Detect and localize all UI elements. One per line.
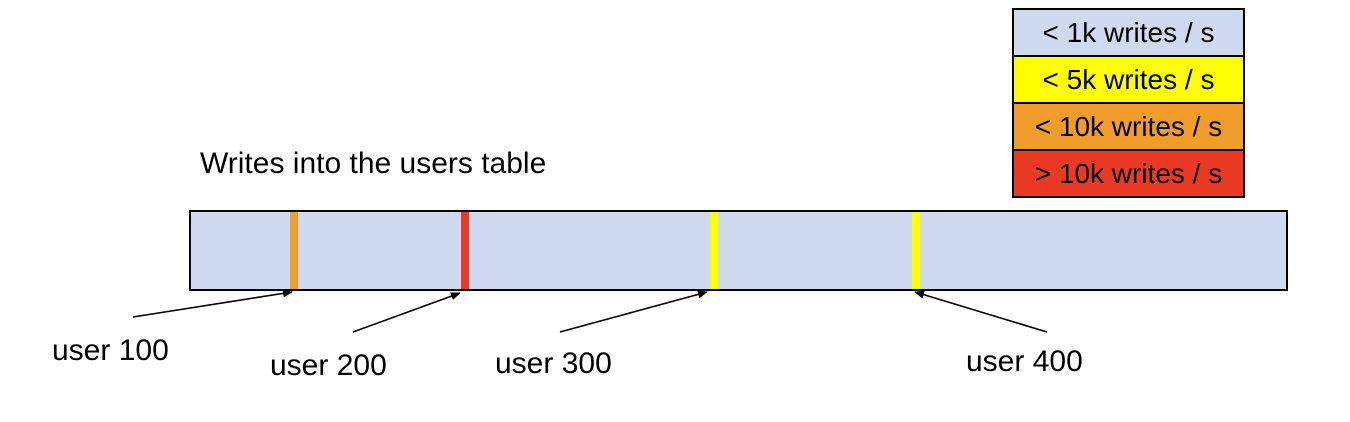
legend-item-label: < 10k writes / s xyxy=(1034,110,1223,142)
legend: < 1k writes / s < 5k writes / s < 10k wr… xyxy=(1012,8,1245,198)
arrow-user-300 xyxy=(559,290,708,333)
label-user-300: user 300 xyxy=(495,347,612,380)
legend-item-lt-1k: < 1k writes / s xyxy=(1012,8,1245,57)
label-user-400: user 400 xyxy=(966,345,1083,378)
write-hotspot-marker-user-300 xyxy=(710,212,718,289)
legend-item-label: < 5k writes / s xyxy=(1042,63,1215,95)
write-hotspot-marker-user-100 xyxy=(290,212,298,289)
legend-item-label: < 1k writes / s xyxy=(1042,16,1215,48)
arrow-user-400 xyxy=(914,290,1048,333)
legend-item-label: > 10k writes / s xyxy=(1034,157,1223,189)
legend-item-lt-5k: < 5k writes / s xyxy=(1012,55,1245,104)
legend-item-gt-10k: > 10k writes / s xyxy=(1012,149,1245,198)
label-user-200: user 200 xyxy=(270,349,387,382)
diagram-title: Writes into the users table xyxy=(200,147,547,180)
legend-item-lt-10k: < 10k writes / s xyxy=(1012,102,1245,151)
write-hotspot-marker-user-200 xyxy=(461,212,469,289)
write-hotspot-marker-user-400 xyxy=(912,212,920,289)
arrow-user-200 xyxy=(352,292,461,333)
label-user-100: user 100 xyxy=(52,334,169,367)
arrow-user-100 xyxy=(132,289,293,318)
users-table-bar xyxy=(189,210,1288,291)
